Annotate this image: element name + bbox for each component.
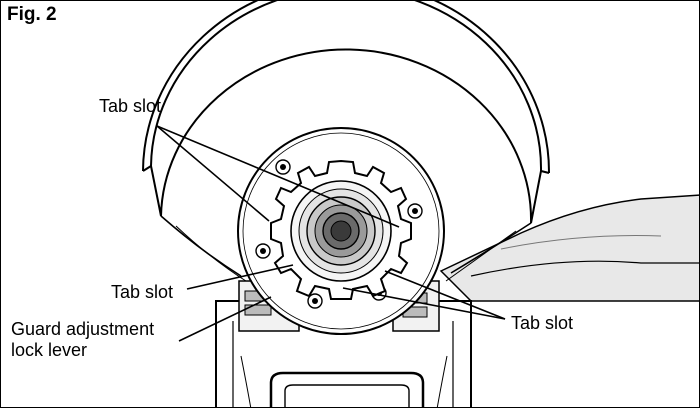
- callout-lock-lever-line1: Guard adjustment: [11, 319, 155, 339]
- screw-icon: [307, 293, 323, 309]
- screw-icon: [275, 159, 291, 175]
- leader-lines: [156, 125, 506, 342]
- figure-label: Fig. 2: [7, 4, 57, 25]
- callout-lock-lever: Guard adjustment lock lever: [11, 319, 154, 361]
- callout-tab-slot-right: Tab slot: [511, 313, 574, 333]
- callout-tab-slot-top: Tab slot: [99, 96, 162, 116]
- callout-tab-slot-left: Tab slot: [111, 282, 174, 302]
- side-handle: [439, 194, 699, 302]
- wheel-guard: [142, 1, 551, 284]
- screw-icon: [407, 203, 423, 219]
- screw-icon: [255, 243, 271, 259]
- spindle-flange: [290, 180, 392, 282]
- callout-lock-lever-line2: lock lever: [11, 340, 88, 360]
